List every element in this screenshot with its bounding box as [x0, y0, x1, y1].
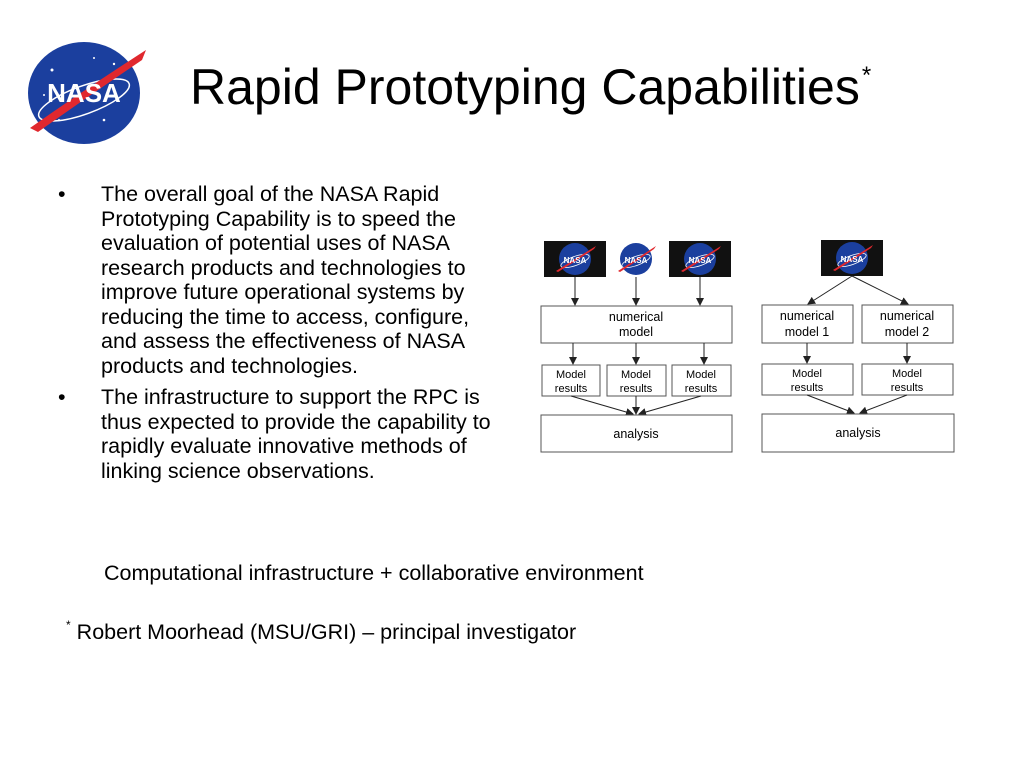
box-label: Model: [621, 369, 651, 381]
logo-text: NASA: [47, 78, 121, 108]
bullet-text: The overall goal of the NASA Rapid Proto…: [101, 182, 470, 378]
footnote-asterisk: *: [66, 618, 71, 632]
box-label: model 1: [785, 325, 830, 339]
box-label: results: [891, 382, 924, 394]
nasa-logo: NASA: [28, 42, 146, 144]
diagram-caption: Computational infrastructure + collabora…: [104, 561, 644, 585]
box-label: Model: [556, 369, 586, 381]
nasa-logo-icon: [618, 241, 656, 277]
footnote: * Robert Moorhead (MSU/GRI) – principal i…: [66, 618, 577, 645]
box-label: results: [620, 383, 653, 395]
box-label: numerical: [780, 309, 834, 323]
bullet-item-infrastructure: • The infrastructure to support the RPC i…: [58, 385, 504, 483]
logo-label: NASA: [689, 256, 712, 265]
box-label: results: [791, 382, 824, 394]
workflow-diagram: NASA NASA NASA numerical model Model res…: [540, 239, 955, 453]
box-label: analysis: [613, 427, 658, 441]
numerical-model-1-box: [761, 304, 854, 344]
numerical-model-box: [540, 305, 733, 344]
page-title: Rapid Prototyping Capabilities*: [190, 62, 871, 112]
bullet-text: The infrastructure to support the RPC is…: [101, 385, 491, 483]
model-results-box: [606, 364, 667, 397]
title-asterisk: *: [861, 62, 872, 89]
box-label: Model: [686, 369, 716, 381]
box-label: results: [555, 383, 588, 395]
footnote-text: Robert Moorhead (MSU/GRI) – principal in…: [76, 620, 577, 644]
model-results-box: [861, 363, 954, 396]
title-text: Rapid Prototyping Capabilities: [190, 59, 860, 115]
bullet-list: • The overall goal of the NASA Rapid Prot…: [58, 182, 504, 490]
analysis-box: [761, 413, 955, 453]
logo-orbit: [37, 78, 131, 122]
logo-label: NASA: [841, 255, 864, 264]
bullet-dot: •: [58, 385, 66, 409]
logo-vector: [30, 50, 146, 132]
model-results-box: [541, 364, 601, 397]
model-results-box: [671, 364, 732, 397]
box-label: results: [685, 383, 718, 395]
box-label: Model: [792, 368, 822, 380]
box-label: model: [619, 325, 653, 339]
bullet-item-goal: • The overall goal of the NASA Rapid Prot…: [58, 182, 504, 378]
logo-label: NASA: [625, 256, 648, 265]
box-label: model 2: [885, 325, 930, 339]
bullet-dot: •: [58, 182, 66, 206]
box-label: numerical: [609, 310, 663, 324]
numerical-model-2-box: [861, 304, 954, 344]
logo-label: NASA: [564, 256, 587, 265]
box-label: numerical: [880, 309, 934, 323]
box-label: analysis: [835, 426, 880, 440]
analysis-box: [540, 414, 733, 453]
left-diagram: NASA NASA NASA numerical model Model res…: [540, 240, 733, 453]
right-diagram: NASA numerical model 1 numerical model 2…: [761, 239, 955, 453]
box-label: Model: [892, 368, 922, 380]
